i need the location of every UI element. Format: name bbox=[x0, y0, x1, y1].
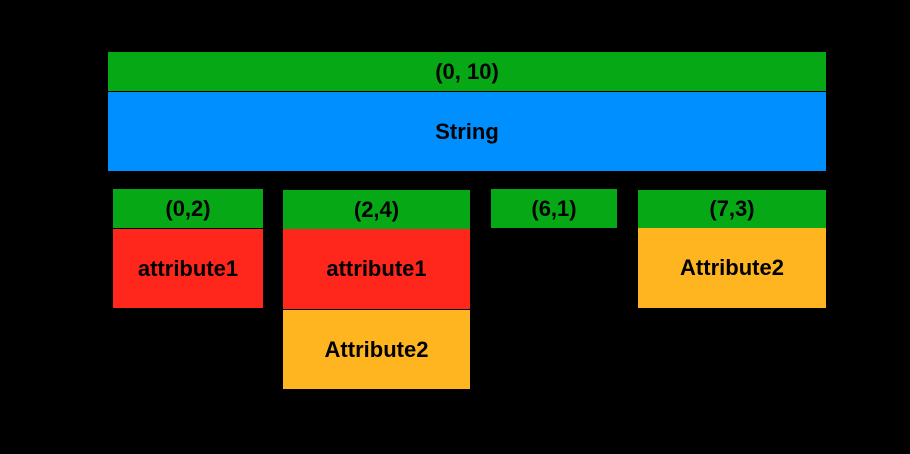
segment-1-attribute1-block: attribute1 bbox=[113, 229, 263, 308]
segment-2-range-label: (2,4) bbox=[283, 190, 470, 229]
segment-2-attribute1-block: attribute1 bbox=[283, 229, 470, 309]
string-block: String bbox=[108, 92, 826, 171]
segment-4-attribute2-block: Attribute2 bbox=[638, 228, 826, 308]
segment-4-range-label: (7,3) bbox=[638, 190, 826, 228]
segment-3-range-label: (6,1) bbox=[491, 189, 617, 228]
string-range-label: (0, 10) bbox=[108, 52, 826, 91]
segment-1-range-label: (0,2) bbox=[113, 189, 263, 228]
segment-2-attribute2-block: Attribute2 bbox=[283, 310, 470, 389]
